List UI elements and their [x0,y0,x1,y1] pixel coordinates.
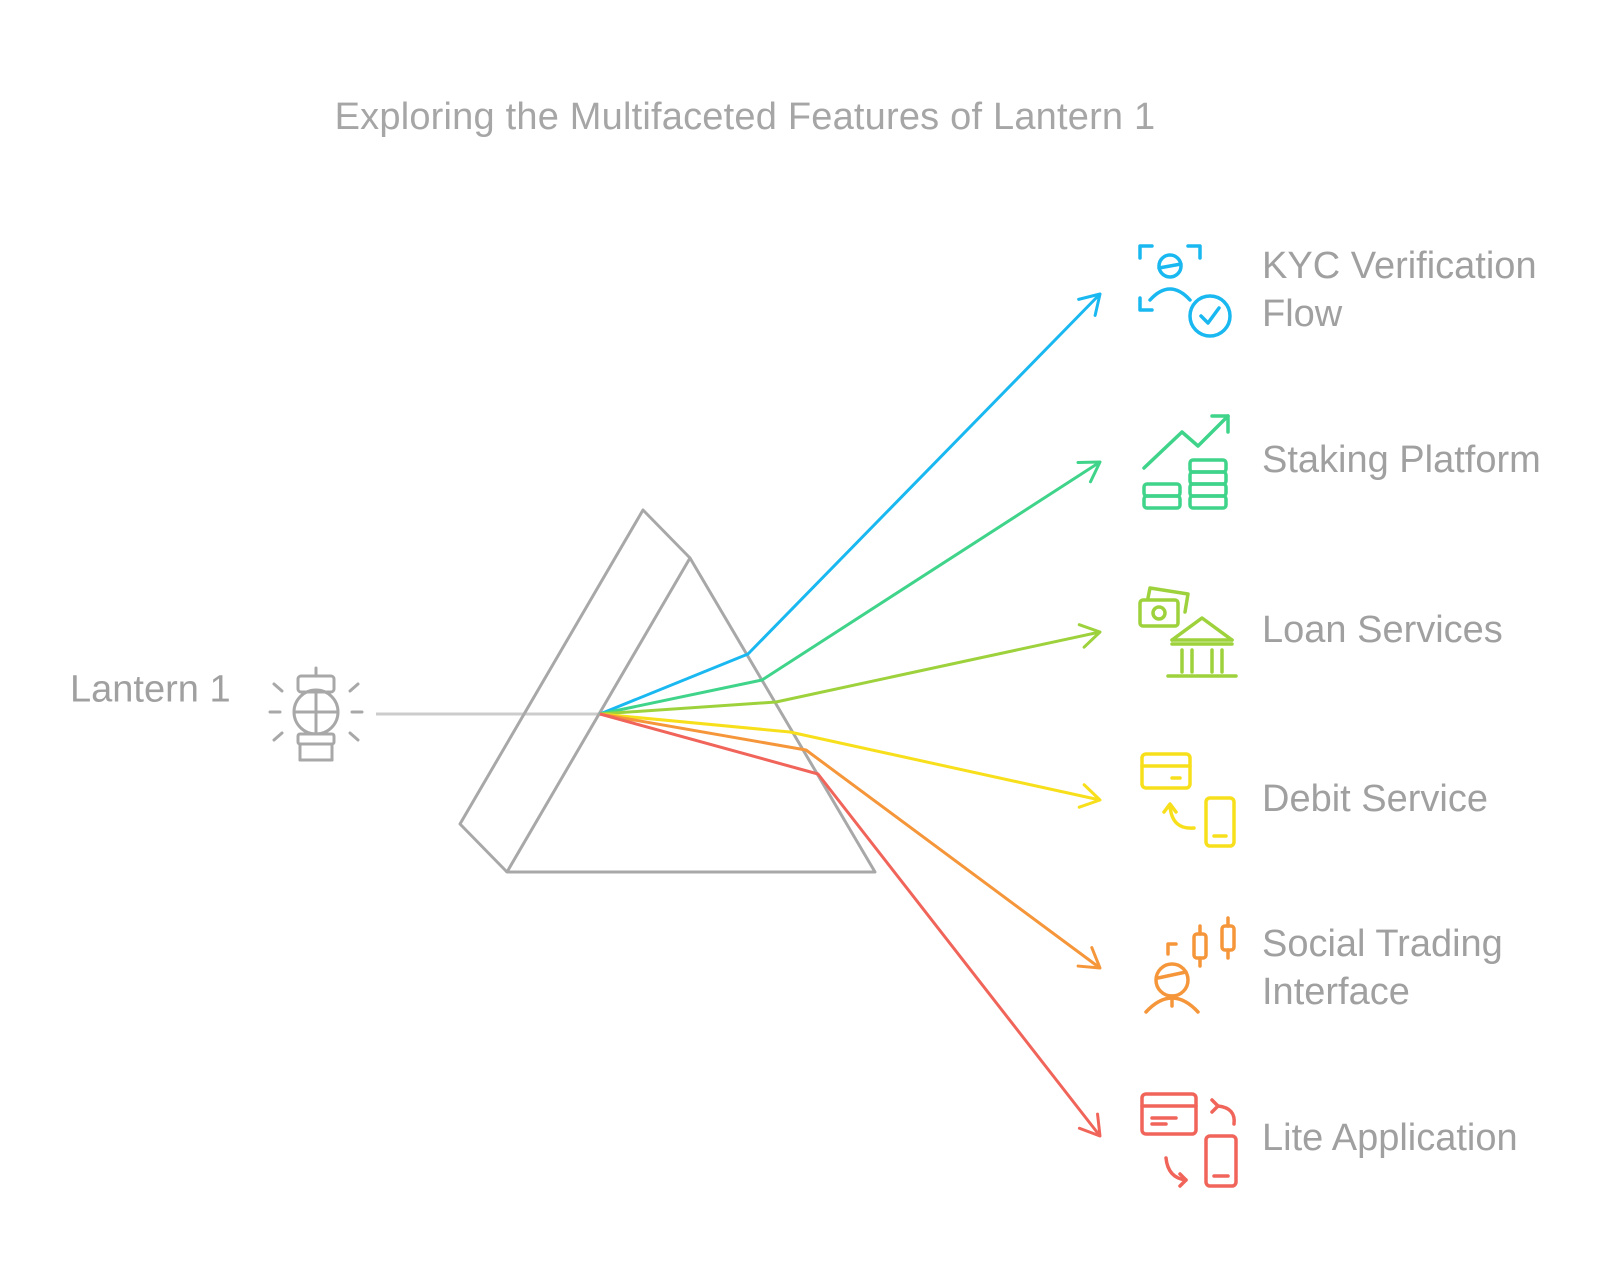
bank-loan-icon [1138,586,1238,678]
light-rays [599,292,1102,1138]
source-label: Lantern 1 [70,668,231,711]
staking-growth-icon [1142,414,1230,510]
feature-label-lite: Lite Application [1262,1117,1518,1159]
feature-label-loan: Loan Services [1262,609,1503,651]
feature-icons [1138,244,1238,1188]
diagram-title: Exploring the Multifaceted Features of L… [334,96,1156,138]
lantern-icon [268,666,364,762]
ray-social [599,712,1101,970]
arrowhead-loan [1077,623,1102,649]
feature-label-social: Social Trading Interface [1262,923,1503,1013]
ray-kyc [599,292,1102,716]
arrowhead-kyc [1077,292,1102,317]
feature-label-staking: Staking Platform [1262,439,1541,481]
ray-loan [599,630,1101,716]
social-trading-icon [1144,916,1236,1014]
ray-lite [599,712,1102,1137]
lite-app-sync-icon [1140,1092,1238,1188]
arrowhead-debit [1077,783,1102,809]
kyc-verification-icon [1138,244,1232,338]
arrowhead-social [1076,946,1102,970]
prism [458,508,877,874]
arrowhead-staking [1076,460,1102,484]
arrowhead-lite [1077,1112,1102,1138]
feature-label-kyc: KYC Verification Flow [1262,245,1537,335]
feature-label-debit: Debit Service [1262,778,1488,820]
ray-debit [599,712,1101,802]
debit-card-phone-icon [1140,752,1236,848]
ray-staking [599,460,1101,716]
